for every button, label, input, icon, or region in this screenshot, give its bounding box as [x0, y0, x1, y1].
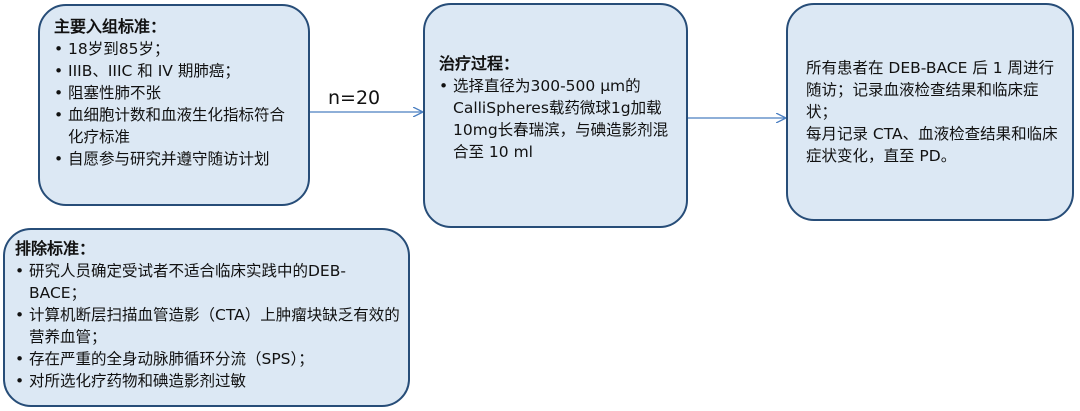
inclusion-title: 主要入组标准：	[54, 17, 167, 36]
exclusion-item: 计算机断层扫描血管造影（CTA）上肿瘤块缺乏有效的营养血管；	[15, 304, 400, 348]
treatment-item: 选择直径为300-500 μm的CalliSpheres载药微球1g加载10mg…	[439, 75, 676, 163]
exclusion-item: 对所选化疗药物和碘造影剂过敏	[15, 370, 400, 392]
exclusion-list: 研究人员确定受试者不适合临床实践中的DEB-BACE； 计算机断层扫描血管造影（…	[15, 260, 400, 392]
treatment-list: 选择直径为300-500 μm的CalliSpheres载药微球1g加载10mg…	[439, 75, 676, 163]
inclusion-item: 血细胞计数和血液生化指标符合化疗标准	[54, 104, 296, 148]
inclusion-item: 18岁到85岁；	[54, 38, 296, 60]
followup-line: 每月记录 CTA、血液检查结果和临床症状变化，直至 PD。	[806, 125, 1058, 165]
followup-box: 所有患者在 DEB-BACE 后 1 周进行随访；记录血液检查结果和临床症状； …	[786, 3, 1074, 221]
inclusion-list: 18岁到85岁； IIIB、IIIC 和 IV 期肺癌； 阻塞性肺不张 血细胞计…	[54, 38, 296, 170]
treatment-title: 治疗过程：	[439, 54, 520, 73]
exclusion-item: 存在严重的全身动脉肺循环分流（SPS）；	[15, 348, 400, 370]
exclusion-title: 排除标准：	[15, 239, 96, 258]
inclusion-item: 自愿参与研究并遵守随访计划	[54, 148, 296, 170]
inclusion-item: 阻塞性肺不张	[54, 82, 296, 104]
treatment-process-box: 治疗过程： 选择直径为300-500 μm的CalliSpheres载药微球1g…	[423, 3, 688, 228]
inclusion-item: IIIB、IIIC 和 IV 期肺癌；	[54, 60, 296, 82]
exclusion-criteria-box: 排除标准： 研究人员确定受试者不适合临床实践中的DEB-BACE； 计算机断层扫…	[3, 228, 410, 407]
sample-size-label: n=20	[328, 87, 381, 109]
followup-line: 所有患者在 DEB-BACE 后 1 周进行随访；记录血液检查结果和临床症状；	[806, 59, 1055, 121]
exclusion-item: 研究人员确定受试者不适合临床实践中的DEB-BACE；	[15, 260, 400, 304]
inclusion-criteria-box: 主要入组标准： 18岁到85岁； IIIB、IIIC 和 IV 期肺癌； 阻塞性…	[38, 4, 310, 206]
